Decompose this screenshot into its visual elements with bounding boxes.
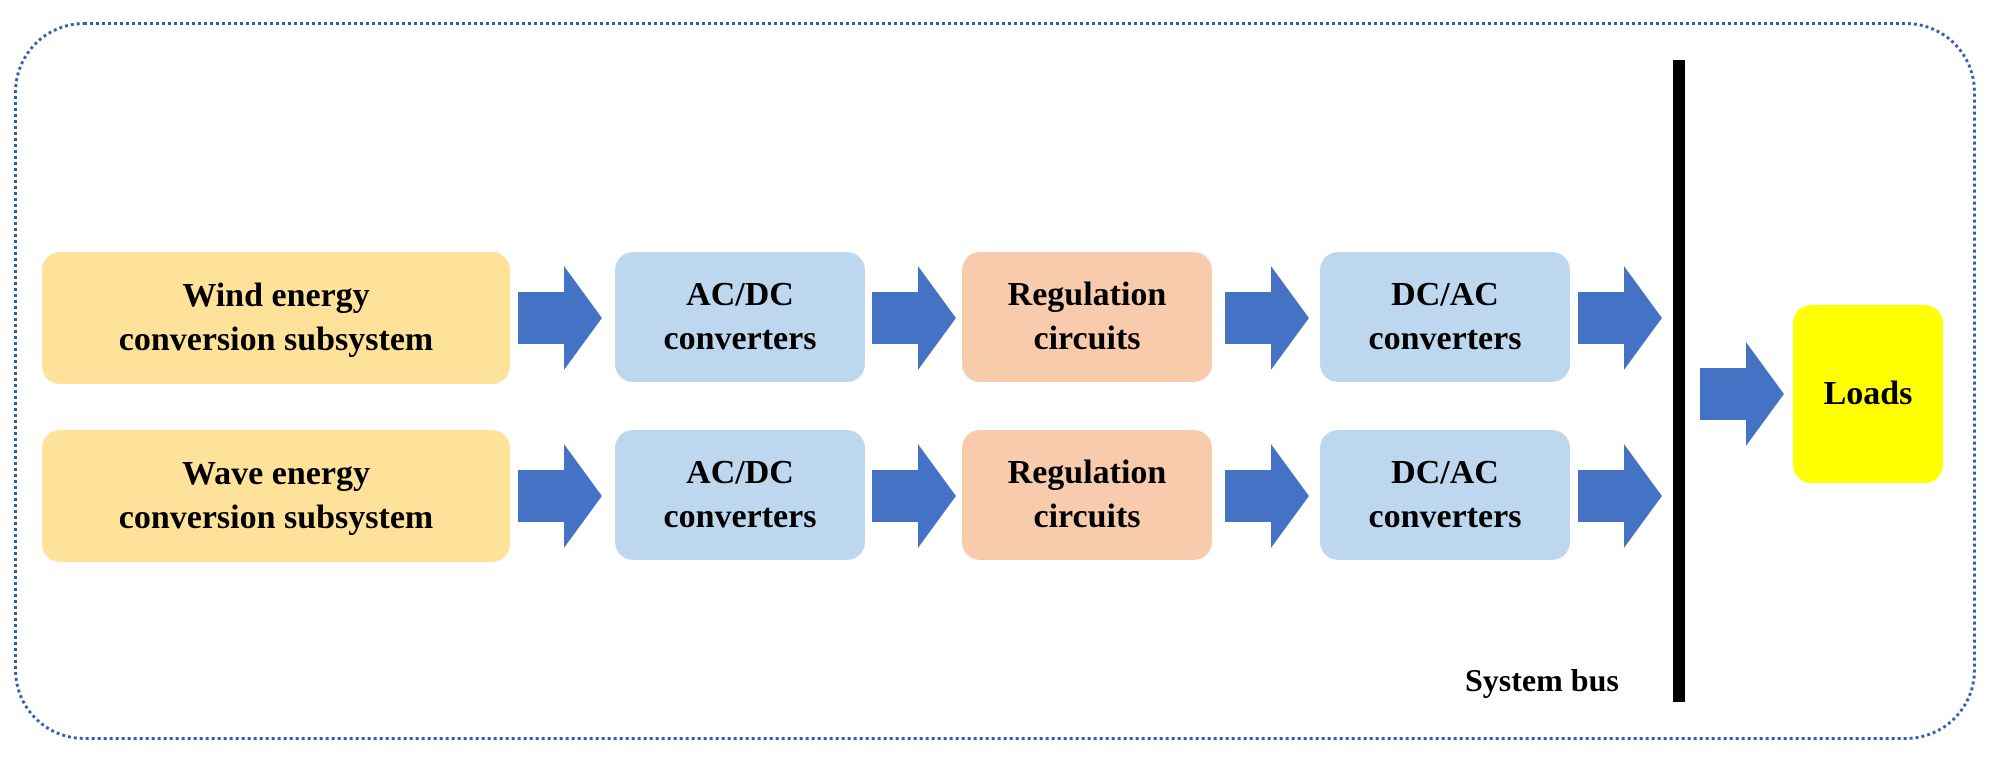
system-bus-label: System bus: [1465, 662, 1619, 698]
regulation-circuits-box-1: Regulation circuits: [962, 252, 1212, 382]
acdc-label-line1: AC/DC: [686, 454, 794, 491]
regulation-circuits-box-2: Regulation circuits: [962, 430, 1212, 560]
regulation-label-line2: circuits: [1033, 498, 1141, 535]
wave-energy-label-line1: Wave energy: [182, 455, 370, 492]
arrow-bus-to-loads: [1700, 342, 1784, 446]
acdc-label-line2: converters: [663, 498, 817, 535]
dcac-label-line2: converters: [1368, 498, 1522, 535]
arrow-acdc-to-regulation-2: [872, 444, 956, 548]
dcac-label-line1: DC/AC: [1391, 454, 1499, 491]
wave-energy-box: Wave energy conversion subsystem: [42, 430, 510, 562]
arrow-wind-to-acdc: [518, 266, 602, 370]
arrow-regulation-to-dcac-2: [1225, 444, 1309, 548]
dcac-label-line1: DC/AC: [1391, 276, 1499, 313]
acdc-label-line1: AC/DC: [686, 276, 794, 313]
system-bus-line: [1673, 60, 1685, 702]
acdc-converters-box-2: AC/DC converters: [615, 430, 865, 560]
diagram-frame: [14, 22, 1976, 740]
wave-energy-label-line2: conversion subsystem: [118, 499, 434, 536]
loads-box: Loads: [1793, 305, 1943, 483]
arrow-dcac-to-bus-1: [1578, 266, 1662, 370]
regulation-label-line1: Regulation: [1007, 454, 1167, 491]
wind-energy-label-line1: Wind energy: [182, 277, 370, 314]
arrow-regulation-to-dcac-1: [1225, 266, 1309, 370]
acdc-converters-box-1: AC/DC converters: [615, 252, 865, 382]
acdc-label-line2: converters: [663, 320, 817, 357]
dcac-label-line2: converters: [1368, 320, 1522, 357]
wind-energy-box: Wind energy conversion subsystem: [42, 252, 510, 384]
regulation-label-line2: circuits: [1033, 320, 1141, 357]
arrow-wave-to-acdc: [518, 444, 602, 548]
wind-energy-label-line2: conversion subsystem: [118, 321, 434, 358]
regulation-label-line1: Regulation: [1007, 276, 1167, 313]
arrow-dcac-to-bus-2: [1578, 444, 1662, 548]
loads-label: Loads: [1823, 375, 1913, 412]
arrow-acdc-to-regulation-1: [872, 266, 956, 370]
dcac-converters-box-1: DC/AC converters: [1320, 252, 1570, 382]
dcac-converters-box-2: DC/AC converters: [1320, 430, 1570, 560]
